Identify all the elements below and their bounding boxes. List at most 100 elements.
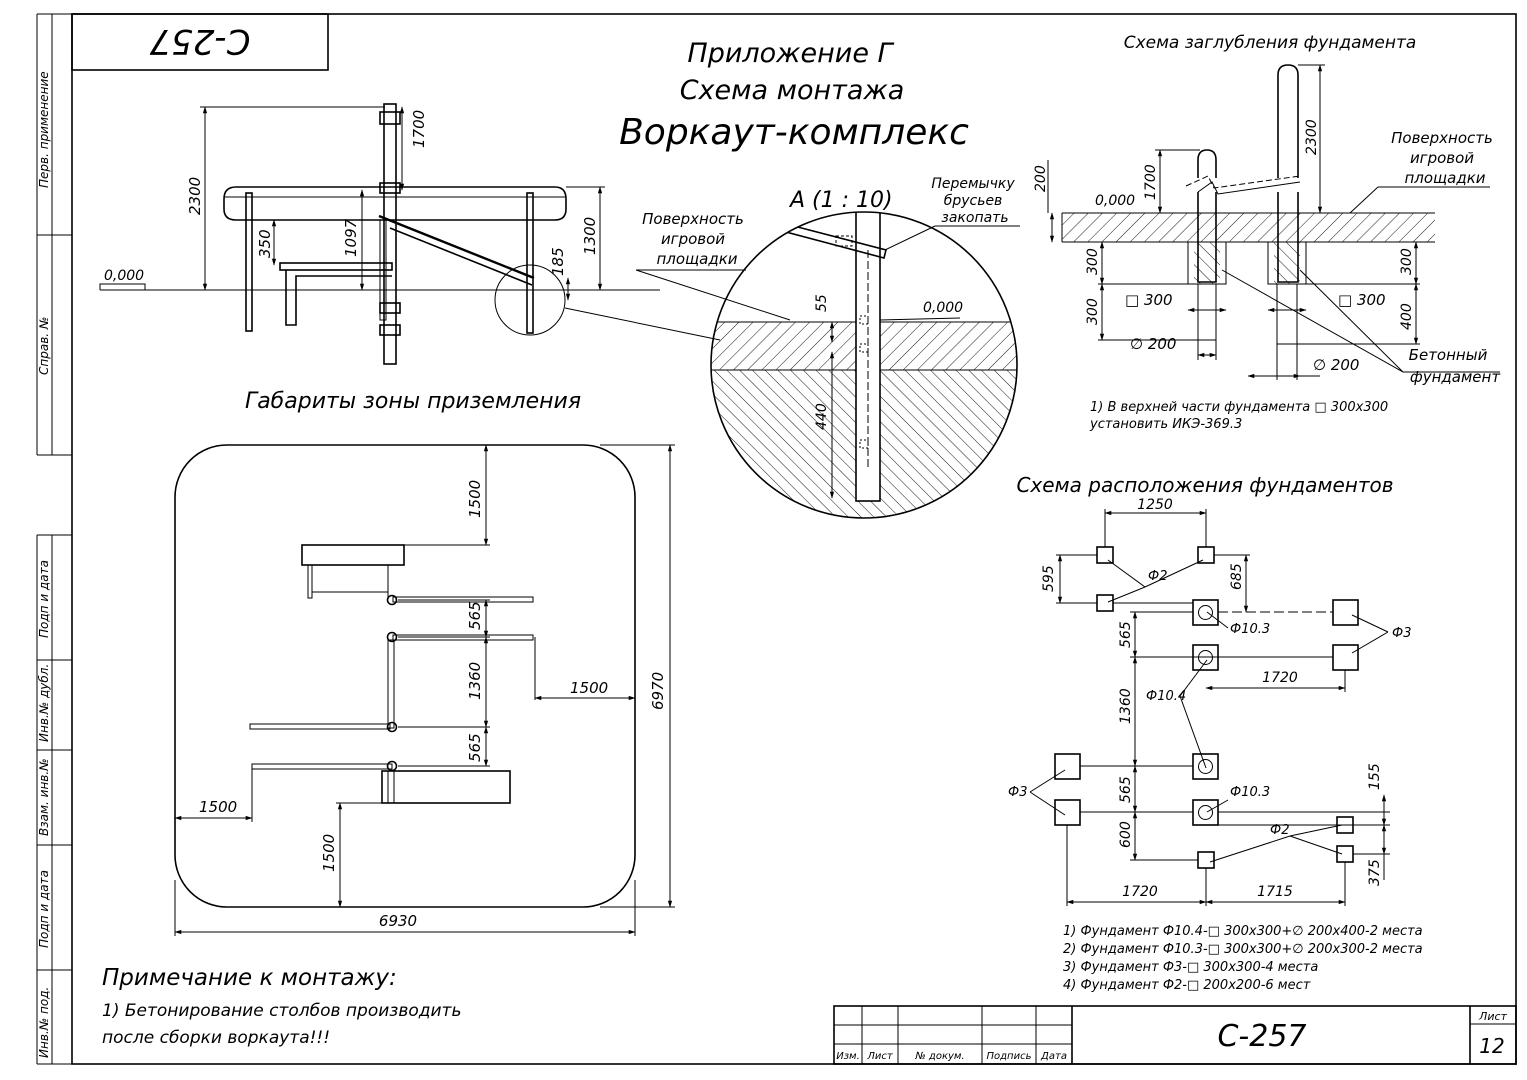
- title-col-doc: № докум.: [914, 1051, 964, 1062]
- layout-dim-1715: 1715: [1257, 884, 1293, 900]
- depth-surface-line2: игровой: [1410, 149, 1474, 167]
- detail-dim-440: 440: [814, 403, 830, 430]
- depth-dia-left: ∅ 200: [1130, 335, 1176, 353]
- side-label-sign-date-2: Подп и дата: [37, 870, 51, 948]
- layout-dim-1720b: 1720: [1122, 884, 1158, 900]
- title-col-sign: Подпись: [987, 1051, 1032, 1062]
- depth-concrete-line1: Бетонный: [1409, 346, 1488, 364]
- mount-note-line1: 1) Бетонирование столбов производить: [102, 1001, 461, 1021]
- title-col-izm: Изм.: [836, 1051, 860, 1062]
- elev-dim-1300: 1300: [581, 217, 599, 255]
- landing-dim-height: 6970: [649, 672, 667, 710]
- layout-tag-f2a: Ф2: [1148, 569, 1167, 584]
- schema-subtitle: Схема монтажа: [680, 75, 905, 106]
- elev-dim-1700: 1700: [410, 110, 428, 148]
- detail-a-circle: [635, 211, 1020, 519]
- layout-dim-1360: 1360: [1118, 688, 1134, 724]
- depth-dim-1700: 1700: [1143, 164, 1159, 200]
- depth-note-line2: установить ИКЭ-369.3: [1089, 417, 1242, 432]
- layout-note-4: 4) Фундамент Ф2-□ 200х200-6 мест: [1063, 978, 1311, 993]
- layout-tag-f103a: Ф10.3: [1230, 622, 1270, 637]
- elev-level: 0,000: [104, 268, 144, 284]
- layout-dim-565a: 565: [1118, 621, 1134, 648]
- layout-tag-f103b: Ф10.3: [1230, 785, 1270, 800]
- elev-dim-2300: 2300: [186, 177, 204, 215]
- landing-dim-gap1: 565: [466, 601, 484, 630]
- depth-dim-2300: 2300: [1304, 119, 1320, 155]
- landing-dim-width: 6930: [379, 912, 417, 930]
- title-block: [833, 1005, 1517, 1065]
- layout-note-3: 3) Фундамент Ф3-□ 300х300-4 места: [1063, 960, 1318, 975]
- depth-sq-left: □ 300: [1125, 291, 1173, 309]
- depth-level: 0,000: [1095, 193, 1135, 209]
- layout-dim-685: 685: [1229, 563, 1245, 590]
- side-label-sign-date-1: Подп и дата: [37, 560, 51, 638]
- elevation-view: [99, 103, 721, 365]
- depth-dim-300b: 300: [1085, 298, 1101, 325]
- detail-surface-line2: игровой: [661, 230, 725, 248]
- depth-dia-right: ∅ 200: [1313, 356, 1359, 374]
- layout-note-1: 1) Фундамент Ф10.4-□ 300х300+∅ 200х400-2…: [1063, 924, 1423, 939]
- detail-bury-line1: Перемычку: [931, 176, 1015, 192]
- detail-bury-line3: закопать: [941, 210, 1008, 226]
- layout-dim-1250: 1250: [1137, 497, 1173, 513]
- depth-scheme: [1047, 64, 1500, 380]
- side-label-orig-inv: Инв.№ под.: [37, 987, 51, 1058]
- foundation-layout: [1029, 509, 1390, 906]
- depth-title: Схема заглубления фундамента: [1124, 33, 1417, 53]
- layout-note-2: 2) Фундамент Ф10.3-□ 300х300+∅ 200х300-2…: [1063, 942, 1423, 957]
- title-sheet-label: Лист: [1478, 1010, 1507, 1023]
- side-label-first-use: Перв. применение: [37, 71, 51, 188]
- layout-dim-1720a: 1720: [1262, 670, 1298, 686]
- depth-dim-200: 200: [1033, 165, 1049, 192]
- elev-dim-185: 185: [549, 247, 567, 276]
- layout-tag-f3a: Ф3: [1392, 626, 1411, 641]
- depth-concrete-line2: фундамент: [1410, 368, 1501, 386]
- detail-surface-line3: площадки: [656, 250, 737, 268]
- elev-dim-1097: 1097: [342, 218, 360, 257]
- sheet-frame: [36, 13, 1517, 1065]
- landing-zone-plan: [174, 444, 675, 936]
- depth-dim-300a: 300: [1085, 248, 1101, 275]
- layout-title: Схема расположения фундаментов: [1016, 473, 1393, 497]
- landing-dim-left: 1500: [199, 798, 237, 816]
- depth-dim-300c: 300: [1399, 248, 1415, 275]
- title-col-date: Дата: [1040, 1051, 1067, 1062]
- depth-sq-right: □ 300: [1338, 291, 1386, 309]
- depth-surface-line1: Поверхность: [1391, 129, 1493, 147]
- landing-dim-bottom: 1500: [320, 834, 338, 872]
- side-label-replace-inv: Взам. инв.№: [37, 758, 51, 836]
- appendix-label: Приложение Г: [687, 38, 894, 69]
- detail-dim-55: 55: [814, 294, 830, 312]
- stamp-code: С-257: [149, 21, 250, 61]
- title-code: С-257: [1217, 1019, 1306, 1054]
- detail-level: 0,000: [923, 300, 963, 316]
- detail-bury-line2: брусьев: [944, 193, 1003, 209]
- depth-surface-line3: площадки: [1404, 169, 1485, 187]
- layout-dim-595: 595: [1041, 565, 1057, 592]
- landing-dim-gap3: 565: [466, 733, 484, 762]
- title-col-list: Лист: [866, 1051, 894, 1062]
- title-sheet-no: 12: [1479, 1034, 1504, 1058]
- layout-dim-565b: 565: [1118, 776, 1134, 803]
- layout-dim-375: 375: [1367, 859, 1383, 886]
- elev-dim-350: 350: [256, 229, 274, 258]
- landing-dim-right: 1500: [570, 679, 608, 697]
- detail-a-label: А (1 : 10): [788, 188, 893, 213]
- layout-dim-155: 155: [1367, 763, 1383, 790]
- depth-note-line1: 1) В верхней части фундамента □ 300х300: [1090, 400, 1388, 415]
- side-label-dup-inv: Инв.№ дубл.: [37, 664, 51, 742]
- drawing-title: Воркаут-комплекс: [619, 112, 969, 153]
- landing-dim-top: 1500: [466, 480, 484, 518]
- layout-tag-f3b: Ф3: [1008, 785, 1027, 800]
- mount-note-line2: после сборки воркаута!!!: [102, 1028, 330, 1048]
- detail-surface-line1: Поверхность: [642, 210, 744, 228]
- depth-dim-400: 400: [1399, 303, 1415, 330]
- layout-dim-600: 600: [1118, 821, 1134, 848]
- mount-note-title: Примечание к монтажу:: [102, 965, 397, 991]
- landing-title: Габариты зоны приземления: [245, 389, 581, 414]
- layout-tag-f2b: Ф2: [1270, 823, 1289, 838]
- landing-dim-gap2: 1360: [466, 662, 484, 700]
- side-label-ref-no: Справ. №: [37, 317, 51, 375]
